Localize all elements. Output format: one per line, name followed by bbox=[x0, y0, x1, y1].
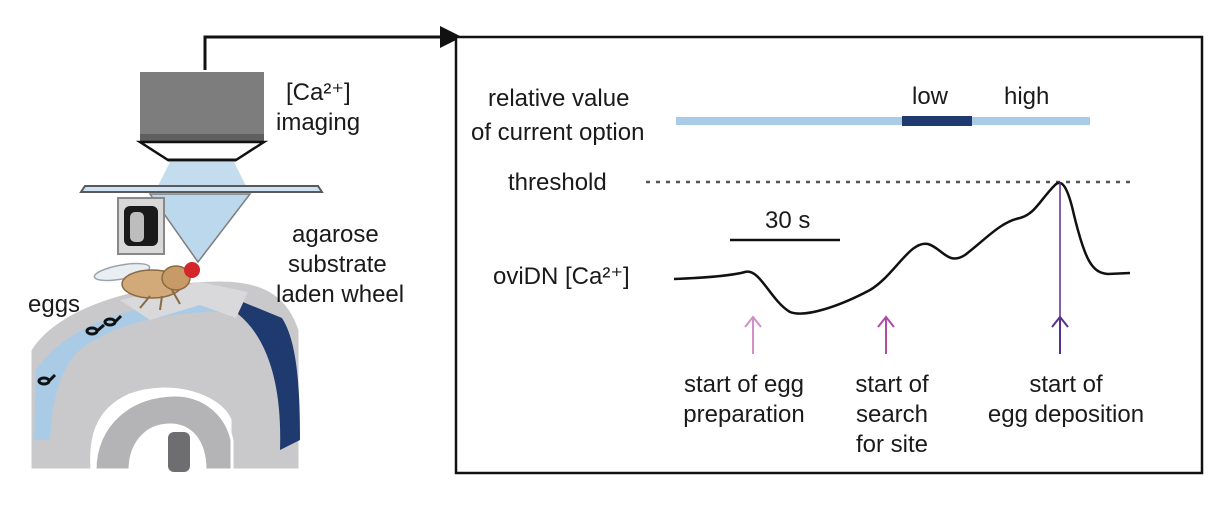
connector-arrowhead bbox=[440, 26, 462, 48]
light-cone-upper bbox=[158, 162, 246, 186]
camera-band bbox=[140, 134, 264, 142]
event-arrow-preparation bbox=[744, 315, 762, 354]
light-cone-lower bbox=[148, 193, 252, 264]
setup-illustration: [Ca²⁺] imaging agarose substrate laden w… bbox=[28, 26, 462, 472]
wheel-agarose-strip bbox=[34, 300, 232, 440]
event-deposition-line2: egg deposition bbox=[988, 401, 1144, 428]
event-deposition-line1: start of bbox=[1029, 371, 1103, 398]
imaging-label-line2: imaging bbox=[276, 109, 360, 136]
imaging-label-line1: [Ca²⁺] bbox=[286, 79, 351, 106]
event-search-line3: for site bbox=[856, 431, 928, 458]
event-preparation-line2: preparation bbox=[683, 401, 804, 428]
connector-arrow bbox=[203, 35, 440, 70]
wheel-top-platform bbox=[120, 282, 248, 320]
coverslip bbox=[79, 185, 324, 193]
high-label: high bbox=[1004, 83, 1049, 110]
fly-icon bbox=[93, 262, 200, 311]
event-label-preparation: start of egg preparation bbox=[683, 371, 804, 428]
event-preparation-line1: start of egg bbox=[684, 371, 804, 398]
eggs-icon bbox=[37, 314, 123, 386]
value-bar-label-line1: relative value bbox=[488, 85, 629, 112]
threshold-label: threshold bbox=[508, 169, 607, 196]
low-label: low bbox=[912, 83, 949, 110]
scale-bar-label: 30 s bbox=[765, 207, 810, 234]
objective-lens bbox=[135, 140, 269, 162]
wheel-dark-segment bbox=[238, 300, 300, 450]
wheel-label-line2: substrate bbox=[288, 251, 387, 278]
wheel-label-line1: agarose bbox=[292, 221, 379, 248]
microscope-objective bbox=[79, 72, 324, 264]
fly-holder bbox=[117, 197, 165, 255]
event-search-line1: start of bbox=[855, 371, 929, 398]
camera-body bbox=[140, 72, 264, 134]
event-search-line2: search bbox=[856, 401, 928, 428]
event-arrow-deposition bbox=[1051, 315, 1069, 354]
wheel-label-line3: laden wheel bbox=[276, 281, 404, 308]
event-label-deposition: start of egg deposition bbox=[988, 371, 1144, 428]
eggs-label: eggs bbox=[28, 291, 80, 318]
value-bar-label-line2: of current option bbox=[471, 119, 644, 146]
trace-panel-frame bbox=[454, 35, 1204, 475]
trace-label: oviDN [Ca²⁺] bbox=[493, 263, 630, 290]
wheel-inner-arc bbox=[93, 393, 234, 472]
calcium-trace bbox=[673, 181, 1131, 315]
trace-panel: relative value of current option low hig… bbox=[454, 35, 1204, 475]
agarose-wheel bbox=[28, 278, 302, 472]
value-bar-low-segment bbox=[902, 116, 972, 126]
event-label-search: start of search for site bbox=[855, 371, 929, 458]
value-bar-light bbox=[676, 117, 1090, 125]
event-arrow-search bbox=[877, 315, 895, 354]
wheel-axle bbox=[168, 432, 190, 472]
